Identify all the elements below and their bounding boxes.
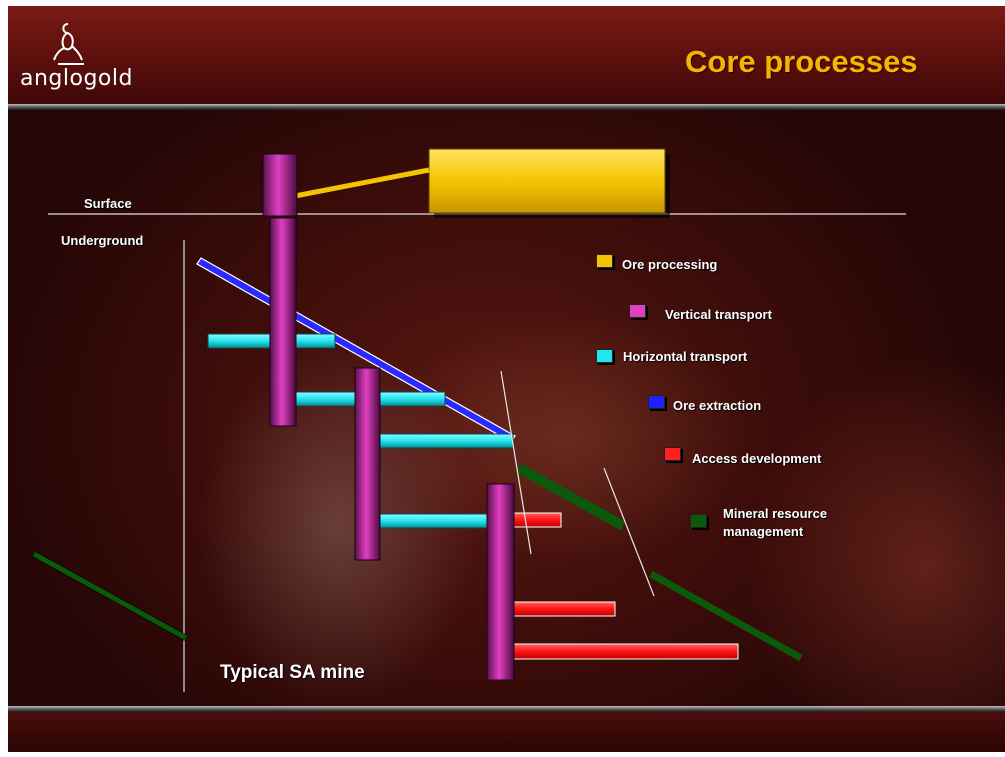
legend-label-line1: Mineral resource bbox=[723, 506, 828, 521]
vertical-transport-swatch-icon bbox=[629, 304, 646, 318]
header-bar bbox=[8, 6, 1005, 106]
legend-label: Ore processing bbox=[622, 257, 718, 272]
page-title: Core processes bbox=[685, 44, 918, 79]
anglogold-logo-icon bbox=[53, 23, 84, 65]
legend-label: Access development bbox=[692, 451, 822, 466]
mineral-resource-reef bbox=[649, 570, 803, 662]
mineral-resource-management-swatch-icon bbox=[690, 514, 707, 528]
surface-conveyor-link bbox=[294, 167, 430, 199]
vertical-transport-shaft-surface bbox=[262, 153, 298, 217]
legend-label: Vertical transport bbox=[665, 307, 772, 322]
header-divider bbox=[8, 104, 1005, 110]
vertical-transport-shaft bbox=[269, 217, 297, 427]
vertical-transport-shaft bbox=[354, 367, 381, 561]
vertical-transport-shaft bbox=[486, 483, 515, 681]
access-development-swatch-icon bbox=[664, 447, 681, 461]
footer-bar bbox=[8, 712, 1005, 752]
logo-wordmark: anglogold bbox=[20, 66, 133, 91]
fault-line bbox=[500, 370, 532, 555]
slide: anglogold Core processes bbox=[8, 6, 1005, 752]
underground-label: Underground bbox=[61, 233, 144, 248]
horizontal-transport-bar bbox=[377, 433, 514, 449]
access-development-bar bbox=[512, 512, 562, 528]
mine-process-diagram bbox=[32, 148, 906, 692]
ore-processing-swatch-icon bbox=[596, 254, 613, 268]
footer-divider bbox=[8, 706, 1005, 712]
access-development-bar bbox=[512, 601, 616, 617]
horizontal-transport-bar bbox=[377, 513, 489, 529]
fault-line bbox=[603, 467, 655, 597]
mine-label: Typical SA mine bbox=[220, 662, 365, 683]
legend-label: Horizontal transport bbox=[623, 349, 748, 364]
ore-extraction-swatch-icon bbox=[648, 395, 665, 409]
legend-label: Ore extraction bbox=[673, 398, 762, 413]
mineral-resource-reef bbox=[516, 463, 626, 531]
surface-label: Surface bbox=[84, 196, 132, 211]
legend-label-line2: management bbox=[723, 524, 804, 539]
horizontal-transport-swatch-icon bbox=[596, 349, 613, 363]
access-development-bar bbox=[512, 643, 739, 660]
mineral-resource-reef bbox=[32, 551, 188, 641]
ore-processing-block bbox=[428, 148, 666, 214]
